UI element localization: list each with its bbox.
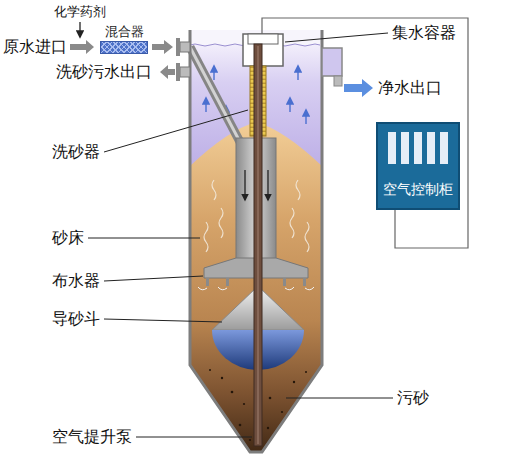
jet bbox=[198, 287, 207, 290]
part-label: 空气提升泵 bbox=[52, 428, 132, 446]
flow-arrow bbox=[289, 98, 290, 112]
pipe-highlight bbox=[258, 46, 259, 444]
inflow-arrow bbox=[70, 40, 94, 54]
part-label: 布水器 bbox=[52, 272, 100, 290]
speckle bbox=[281, 411, 283, 413]
mixer-label: 混合器 bbox=[100, 24, 148, 40]
waste-arrow bbox=[160, 65, 175, 79]
speckle bbox=[231, 391, 234, 394]
outlet-trough bbox=[322, 48, 342, 76]
waste-plate bbox=[176, 63, 180, 81]
leader-line bbox=[104, 319, 222, 322]
vent-slot bbox=[440, 132, 448, 164]
vent-slot bbox=[427, 132, 435, 164]
tank-wall bbox=[190, 30, 322, 452]
flow-arrow bbox=[213, 66, 214, 80]
speckle bbox=[267, 427, 269, 429]
flow-arrow bbox=[244, 170, 245, 200]
air-space bbox=[190, 30, 322, 45]
mixer-box: 混合器 bbox=[100, 24, 148, 54]
nozzle bbox=[206, 278, 209, 286]
flow-arrow bbox=[297, 66, 298, 80]
leader-line bbox=[88, 238, 200, 239]
part-label: 洗砂污水出口 bbox=[56, 63, 152, 81]
part-label: 原水进口 bbox=[3, 38, 67, 56]
air-line bbox=[262, 18, 468, 248]
inlet-plate bbox=[176, 38, 180, 56]
flow-arrow bbox=[205, 98, 206, 112]
flow-squiggle bbox=[296, 180, 300, 200]
flow-squiggle bbox=[305, 222, 309, 252]
nozzle bbox=[303, 278, 306, 286]
cabinet-vents bbox=[388, 132, 448, 164]
leader-line bbox=[104, 110, 248, 152]
container-cap bbox=[248, 34, 278, 44]
speckle bbox=[221, 377, 223, 379]
leader-line bbox=[285, 33, 388, 42]
speckle bbox=[269, 397, 272, 400]
inlet-flange bbox=[180, 42, 190, 52]
collection-container bbox=[243, 34, 283, 66]
speckle bbox=[209, 369, 211, 371]
jet bbox=[305, 287, 314, 290]
inlet-pipe bbox=[190, 47, 240, 142]
mixer-mesh bbox=[100, 41, 148, 54]
part-label: 导砂斗 bbox=[52, 310, 100, 328]
leader-line bbox=[136, 437, 252, 438]
part-label: 集水容器 bbox=[392, 24, 456, 42]
nozzle bbox=[226, 278, 229, 286]
part-label: 化学药剂 bbox=[54, 3, 106, 21]
speckle bbox=[305, 371, 307, 373]
leader-line bbox=[104, 276, 203, 281]
leader-lines bbox=[88, 33, 393, 437]
speckle bbox=[249, 439, 251, 441]
flow-squiggle bbox=[219, 208, 223, 238]
flow-squiggle bbox=[204, 222, 208, 252]
cabinet-label: 空气控制柜 bbox=[383, 180, 453, 198]
nozzle bbox=[283, 278, 286, 286]
outlet-arrow bbox=[344, 79, 373, 97]
inflow-arrow bbox=[152, 40, 173, 54]
speckle bbox=[243, 403, 245, 405]
flow-squiggle bbox=[290, 208, 294, 238]
dosing-arrow bbox=[79, 22, 80, 37]
part-label: 洗砂器 bbox=[52, 143, 100, 161]
flow-arrow bbox=[267, 170, 268, 200]
inlet-pipe-highlight bbox=[190, 47, 240, 142]
flow-squiggle bbox=[212, 180, 216, 200]
outlet-pipe bbox=[334, 76, 342, 86]
part-label: 污砂 bbox=[397, 389, 429, 407]
speckle bbox=[239, 424, 242, 427]
leader-line bbox=[286, 398, 393, 399]
vent-slot bbox=[414, 132, 422, 164]
control-cabinet: 空气控制柜 bbox=[376, 122, 460, 210]
vent-slot bbox=[388, 132, 396, 164]
vent-slot bbox=[401, 132, 409, 164]
flow-arrow bbox=[305, 110, 306, 124]
jet bbox=[285, 287, 294, 290]
air-lift-pipe bbox=[254, 44, 262, 446]
part-label: 砂床 bbox=[52, 229, 84, 247]
speckle bbox=[293, 381, 295, 383]
part-label: 净水出口 bbox=[378, 79, 442, 97]
waste-flange bbox=[180, 67, 190, 77]
jet bbox=[218, 287, 227, 290]
